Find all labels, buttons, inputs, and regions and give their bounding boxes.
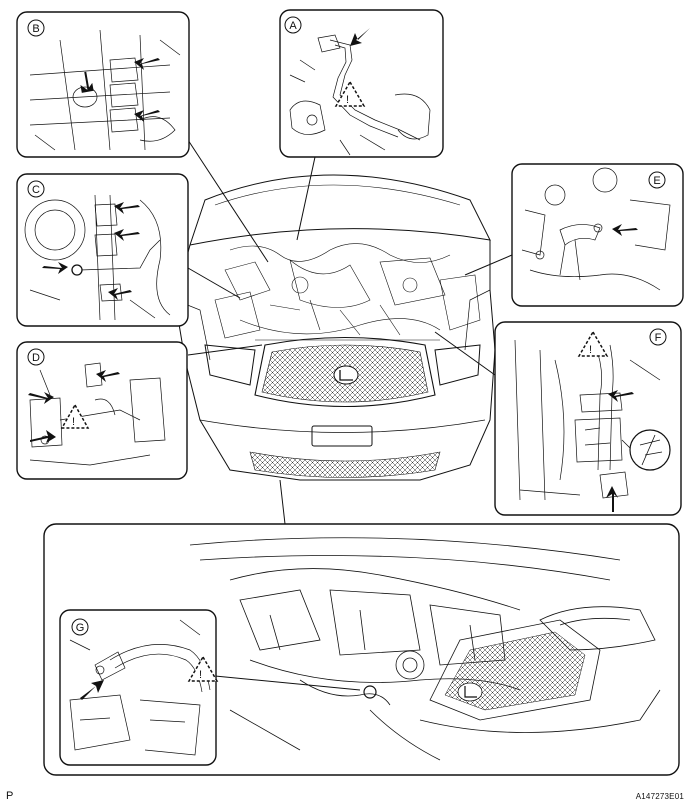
callout-panel-g: ! G bbox=[59, 609, 219, 766]
svg-text:!: ! bbox=[589, 344, 592, 356]
callout-badge-e: E bbox=[648, 171, 666, 189]
warning-triangle-icon: ! bbox=[187, 655, 219, 682]
svg-text:!: ! bbox=[72, 416, 75, 428]
callout-badge-f: F bbox=[649, 328, 667, 346]
callout-panel-f: ! F bbox=[494, 321, 682, 516]
callout-badge-a: A bbox=[284, 16, 302, 34]
svg-text:!: ! bbox=[199, 669, 202, 681]
callout-panel-c: C bbox=[16, 173, 189, 327]
page-mark: P bbox=[6, 790, 14, 802]
callout-panel-e: E bbox=[511, 163, 684, 307]
callout-letter-a: A bbox=[289, 20, 297, 32]
callout-panel-a: ! A bbox=[279, 9, 444, 158]
arrow-icon bbox=[80, 58, 160, 122]
callout-badge-b: B bbox=[27, 19, 45, 37]
callout-letter-e: E bbox=[653, 175, 660, 187]
warning-triangle-icon: ! bbox=[60, 403, 90, 429]
callout-letter-g: G bbox=[76, 622, 85, 634]
warning-triangle-icon: ! bbox=[577, 330, 609, 357]
arrow-icon bbox=[80, 680, 104, 700]
arrow-icon bbox=[350, 26, 372, 46]
arrow-icon bbox=[612, 224, 638, 236]
callout-letter-d: D bbox=[32, 352, 40, 364]
leader-lines bbox=[187, 139, 513, 525]
callout-letter-f: F bbox=[655, 332, 662, 344]
arrow-icon bbox=[606, 390, 634, 512]
callout-letter-b: B bbox=[32, 23, 39, 35]
figure-id: A147273E01 bbox=[635, 792, 684, 801]
callout-badge-d: D bbox=[27, 348, 45, 366]
brand-emblem-icon bbox=[333, 365, 359, 385]
arrow-icon bbox=[42, 202, 140, 300]
main-vehicle-view bbox=[174, 174, 496, 481]
callout-panel-d: ! D bbox=[16, 341, 188, 480]
svg-text:!: ! bbox=[346, 94, 349, 106]
warning-triangle-icon: ! bbox=[334, 80, 366, 107]
callout-badge-g: G bbox=[71, 618, 89, 636]
callout-panel-b: B bbox=[16, 11, 190, 158]
callout-letter-c: C bbox=[32, 184, 40, 196]
arrow-icon bbox=[28, 370, 120, 443]
callout-badge-c: C bbox=[27, 180, 45, 198]
